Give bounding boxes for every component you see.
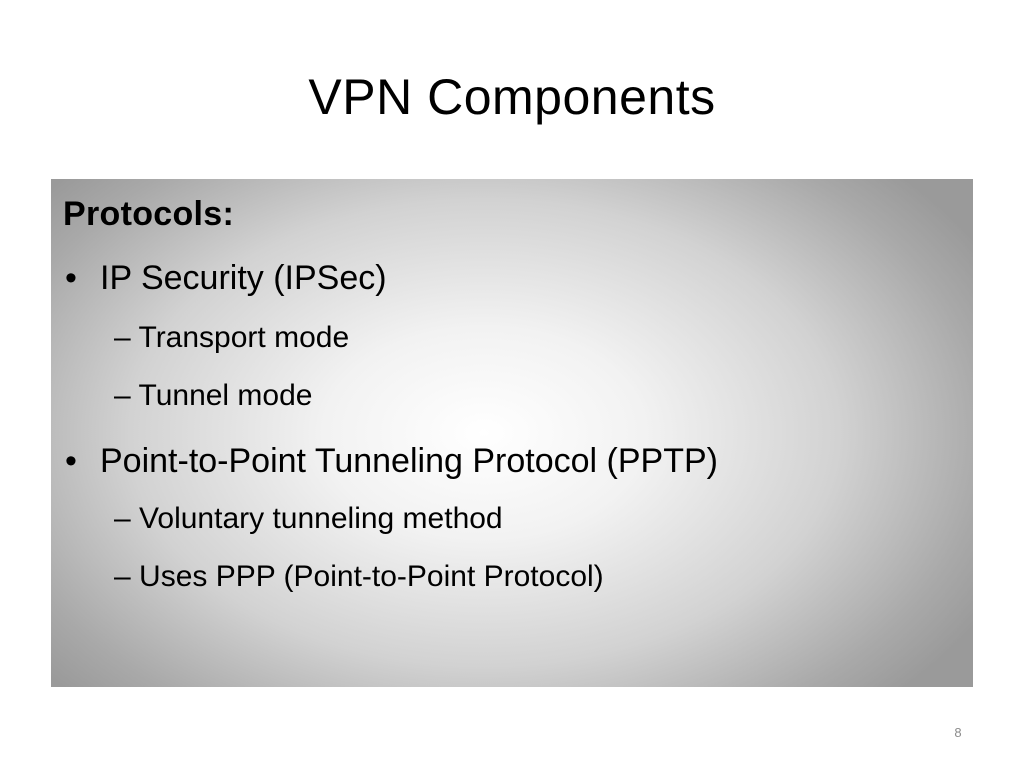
sub-item-uses-ppp: – Uses PPP (Point-to-Point Protocol) [114, 558, 604, 596]
sub-item-tunnel-mode: – Tunnel mode [114, 377, 312, 415]
sub-item-text: Uses PPP (Point-to-Point Protocol) [139, 560, 604, 593]
bullet-icon: • [65, 259, 77, 297]
bullet-text: IP Security (IPSec) [100, 259, 387, 297]
dash-icon: – [114, 560, 131, 593]
sub-item-text: Tunnel mode [138, 379, 313, 412]
dash-icon: – [114, 321, 131, 354]
bullet-text: Point-to-Point Tunneling Protocol (PPTP) [100, 442, 718, 480]
page-number: 8 [954, 725, 962, 740]
sub-item-voluntary-tunneling: – Voluntary tunneling method [114, 500, 503, 538]
dash-icon: – [114, 502, 131, 535]
sub-item-text: Voluntary tunneling method [139, 502, 503, 535]
slide-title: VPN Components [308, 69, 716, 125]
content-box: Protocols: • IP Security (IPSec) – Trans… [51, 179, 973, 687]
sub-item-text: Transport mode [138, 321, 350, 354]
sub-item-transport-mode: – Transport mode [114, 319, 349, 357]
bullet-icon: • [65, 442, 77, 480]
protocols-heading: Protocols: [63, 195, 235, 233]
dash-icon: – [114, 379, 131, 412]
